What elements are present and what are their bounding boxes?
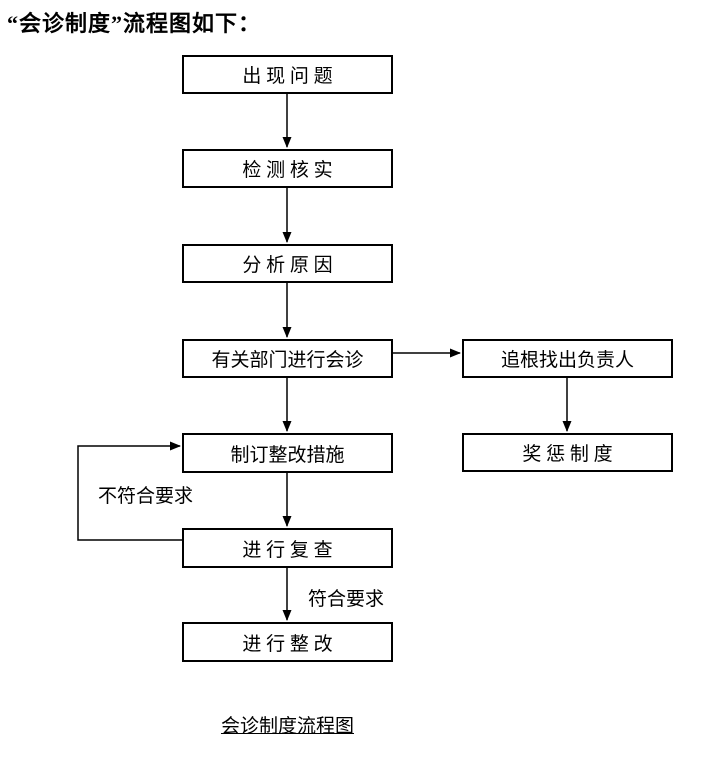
node-verify: 检 测 核 实 <box>182 149 393 188</box>
diagram-caption: 会诊制度流程图 <box>182 711 393 738</box>
node-consult: 有关部门进行会诊 <box>182 339 393 378</box>
edge-label-not-meet: 不符合要求 <box>98 486 194 507</box>
edge-label-meet: 符合要求 <box>308 589 385 610</box>
node-problem: 出 现 问 题 <box>182 55 393 94</box>
node-responsible: 追根找出负责人 <box>462 339 673 378</box>
page-title: “会诊制度”流程图如下： <box>7 11 262 36</box>
node-reward: 奖 惩 制 度 <box>462 433 673 472</box>
node-recheck: 进 行 复 查 <box>182 528 393 568</box>
diagram-caption-text: 会诊制度流程图 <box>220 716 354 737</box>
node-measures: 制订整改措施 <box>182 433 393 473</box>
node-rectify: 进 行 整 改 <box>182 622 393 662</box>
node-analyze: 分 析 原 因 <box>182 244 393 283</box>
